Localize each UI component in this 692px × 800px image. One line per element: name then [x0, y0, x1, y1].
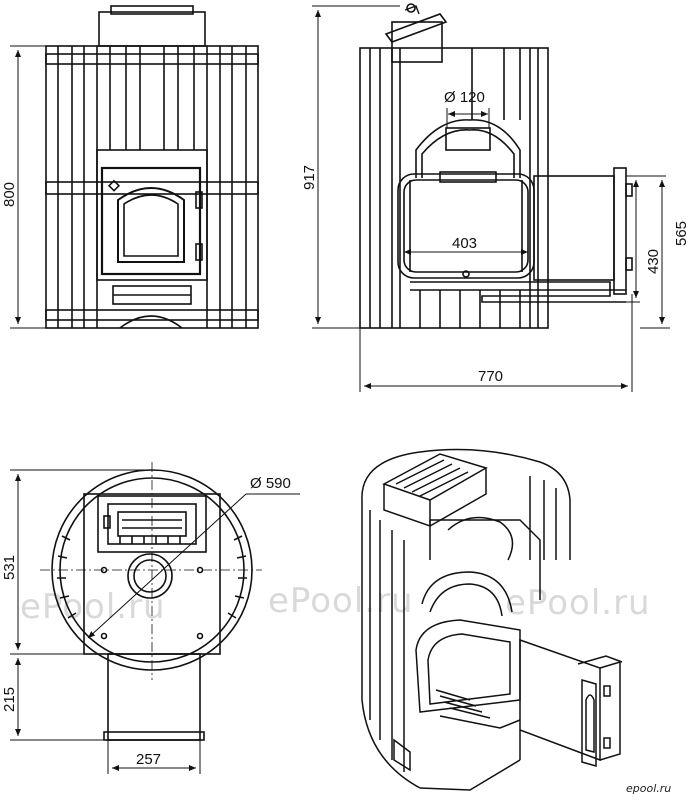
label-door-height: 430	[645, 249, 662, 274]
dim-flue-diameter: Ø 120	[444, 89, 490, 128]
label-tunnel-height: 565	[673, 221, 690, 246]
watermarks: ePool.ru ePool.ru ePool.ru	[20, 581, 651, 627]
watermark-2: ePool.ru	[268, 581, 414, 621]
label-body-diameter: Ø 590	[250, 475, 291, 492]
label-body-depth: 531	[1, 555, 18, 580]
side-view	[359, 3, 633, 329]
dim-front-height: 800	[1, 45, 46, 329]
dim-tunnel-height: 565	[640, 180, 690, 329]
front-view	[45, 5, 259, 329]
dim-firebox-width: 403	[404, 235, 528, 255]
label-tunnel-width: 257	[136, 751, 161, 768]
watermark-1: ePool.ru	[20, 587, 166, 627]
dim-door-height: 430	[614, 175, 666, 303]
dim-tunnel-width: 257	[107, 740, 201, 774]
dim-total-length: 770	[359, 294, 633, 392]
dim-body-diameter: Ø 590	[87, 475, 300, 639]
epool-logo: epool.ru	[622, 780, 688, 796]
label-flue-diameter: Ø 120	[444, 89, 485, 106]
dim-tunnel-length: 215	[1, 658, 104, 741]
top-view	[40, 462, 262, 741]
watermark-3: ePool.ru	[505, 583, 651, 623]
dim-side-height: 917	[301, 5, 400, 329]
label-total-length: 770	[478, 368, 503, 385]
isometric-view	[361, 448, 623, 791]
dim-body-depth: 531	[1, 469, 152, 655]
logo-text: epool.ru	[626, 782, 671, 795]
label-side-height: 917	[301, 165, 318, 190]
label-tunnel-length: 215	[1, 687, 18, 712]
label-front-height: 800	[1, 182, 18, 207]
label-firebox-width: 403	[452, 235, 477, 252]
